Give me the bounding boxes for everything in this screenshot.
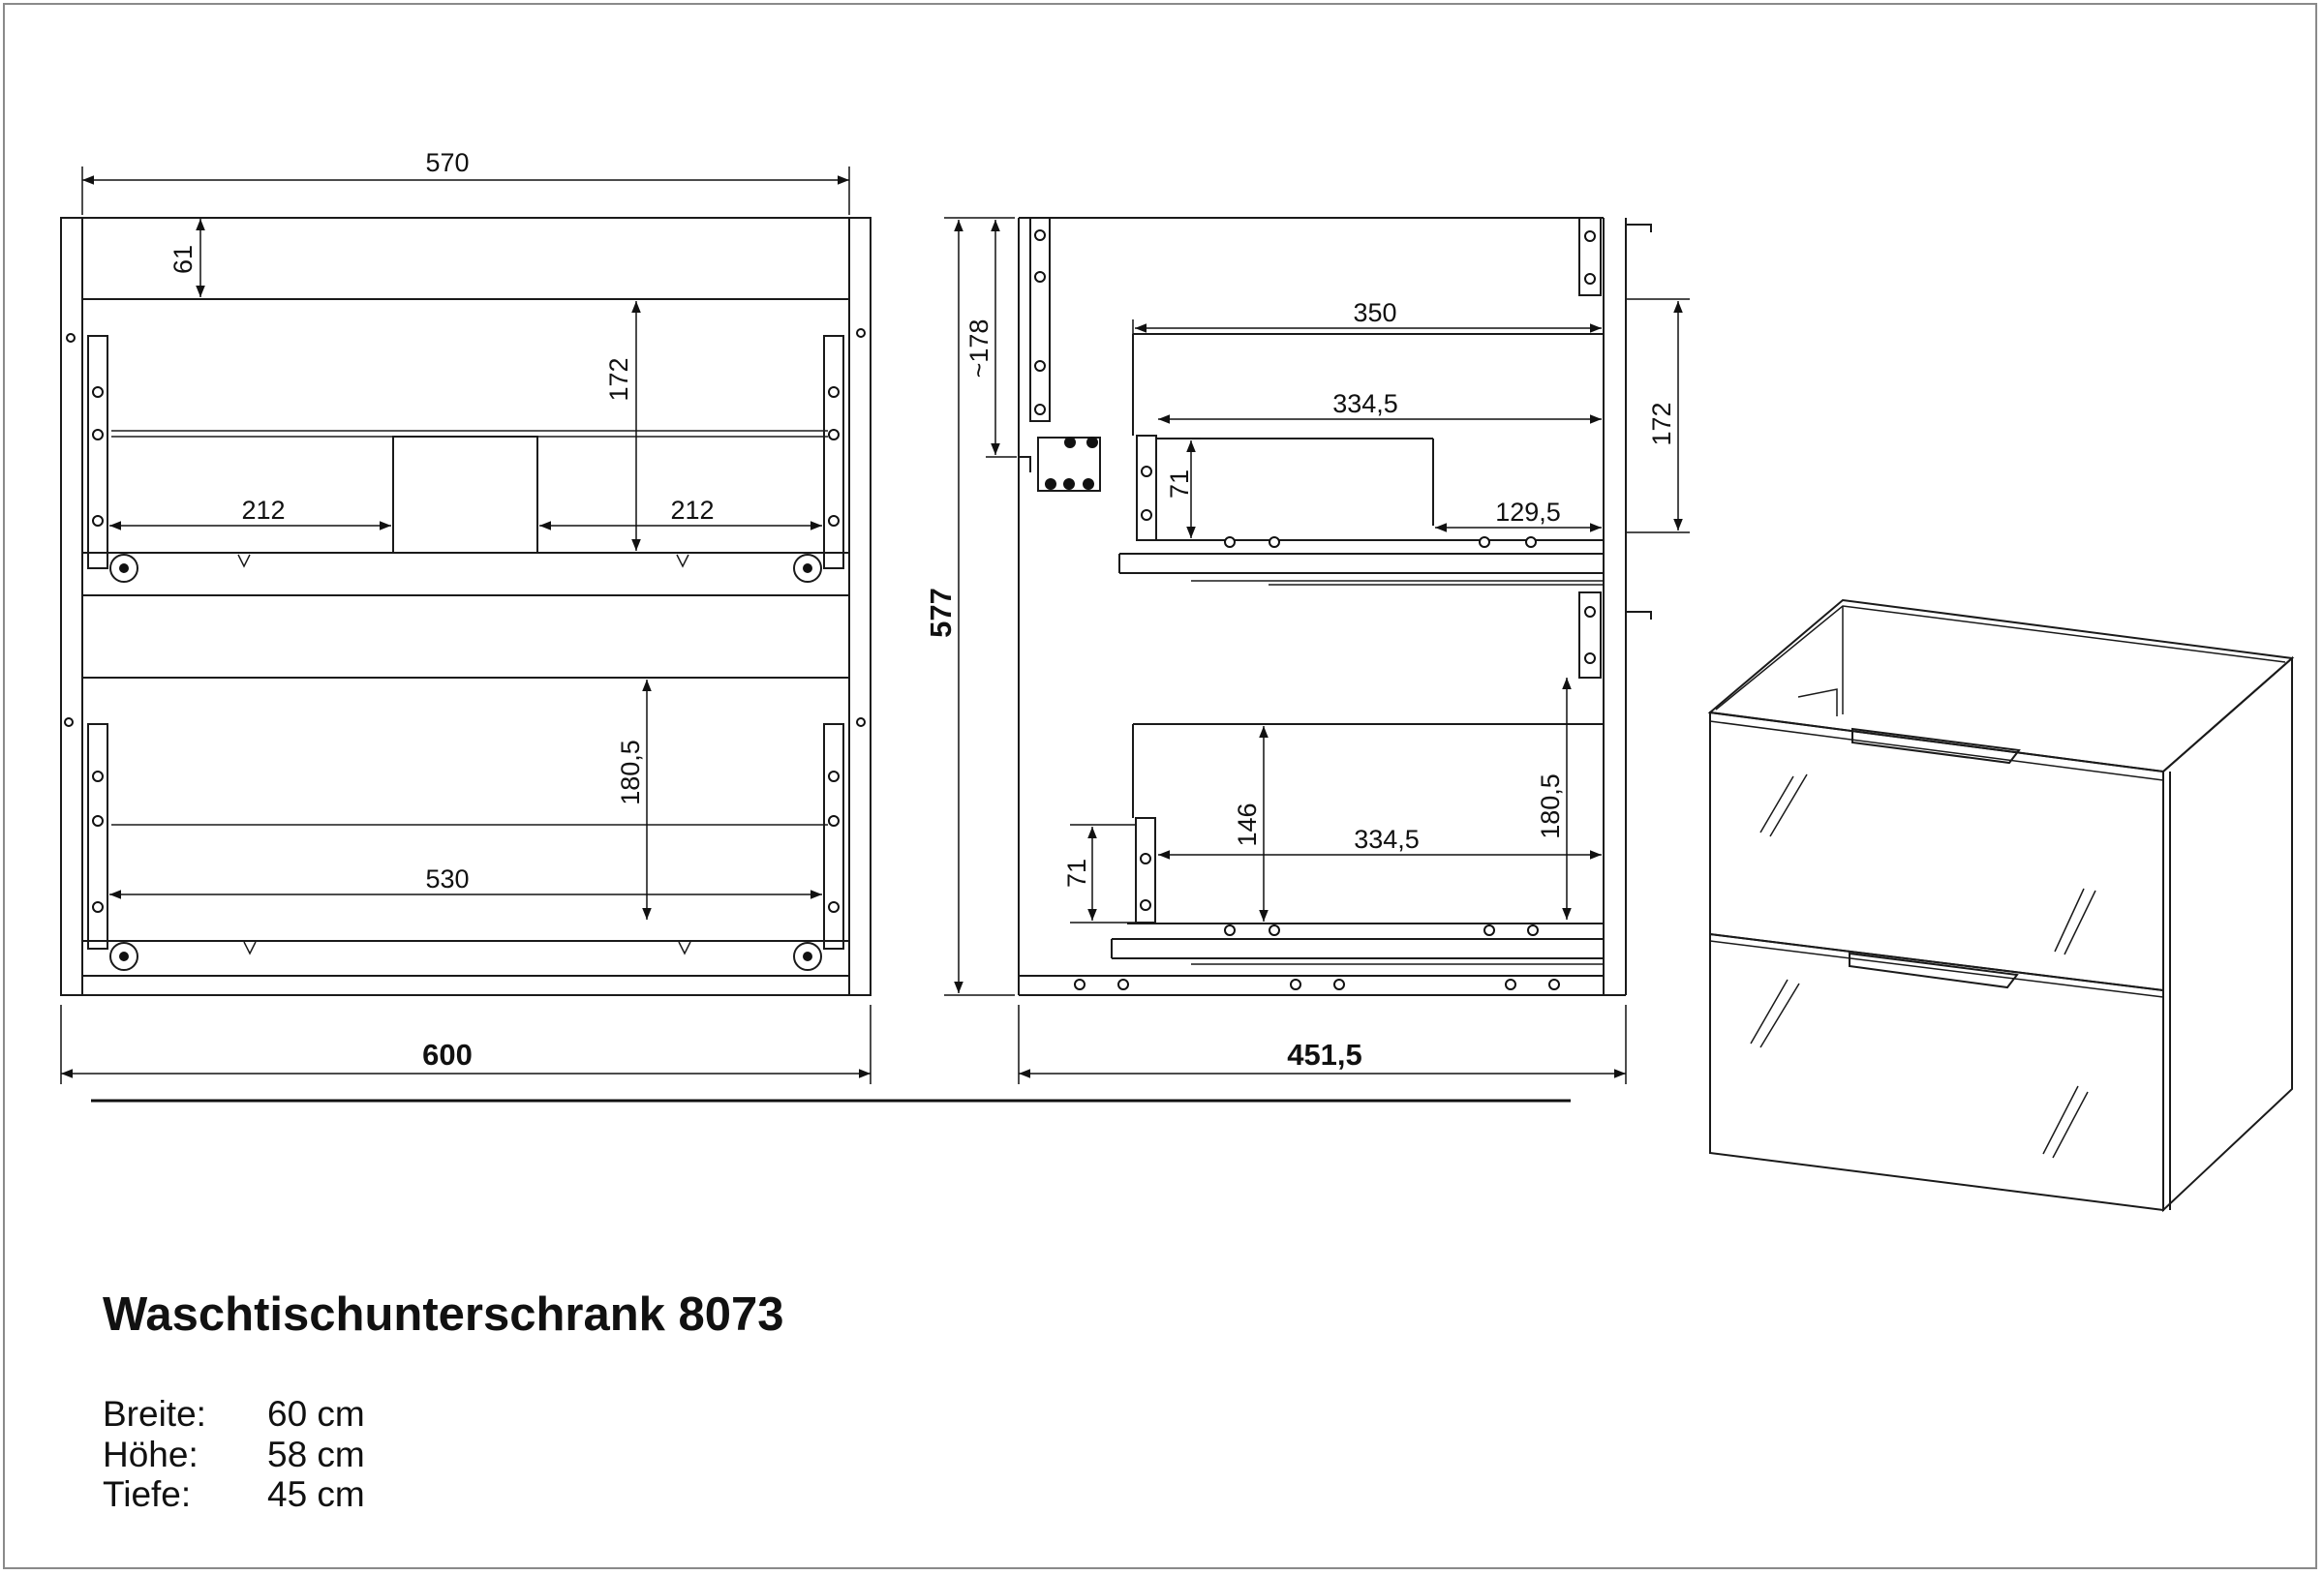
dim-334-5-lower: 334,5 [1354,825,1420,854]
dim-212-left: 212 [241,496,285,525]
spec-value: 58 cm [267,1435,365,1474]
dim-180-5-side: 180,5 [1536,773,1565,839]
spec-label: Tiefe: [103,1474,192,1514]
spec-width: Breite: 60 cm [103,1394,365,1435]
dim-129-5: 129,5 [1495,498,1561,527]
spec-label: Höhe: [103,1435,199,1474]
dim-334-5-upper: 334,5 [1332,389,1398,418]
dim-71-upper: 71 [1165,469,1194,499]
spec-value: 45 cm [267,1474,365,1514]
dim-146: 146 [1233,803,1262,846]
isometric-cabinet [1707,598,2295,1213]
dim-350: 350 [1353,298,1396,327]
dim-172-front: 172 [604,357,633,401]
dim-600: 600 [422,1038,473,1072]
dim-577: 577 [924,588,958,638]
dim-212-right: 212 [670,496,714,525]
spec-depth: Tiefe: 45 cm [103,1474,365,1515]
side-view: 577 ~178 350 334,5 71 129,5 172 334,5 14… [924,217,1690,1084]
dim-61: 61 [168,245,198,274]
dim-451-5: 451,5 [1287,1038,1362,1072]
product-title: Waschtischunterschrank 8073 [103,1288,784,1341]
spec-value: 60 cm [267,1394,365,1434]
dim-71-lower: 71 [1062,859,1091,888]
dim-530: 530 [425,864,469,894]
spec-height: Höhe: 58 cm [103,1435,365,1475]
page-frame [3,3,2317,1569]
dim-570: 570 [425,148,469,177]
dim-178: ~178 [964,319,994,379]
dim-180-5-front: 180,5 [616,740,645,805]
dim-172-side: 172 [1647,402,1676,445]
spec-label: Breite: [103,1394,206,1434]
front-view: 570 61 172 212 212 180,5 530 600 [60,148,872,1084]
